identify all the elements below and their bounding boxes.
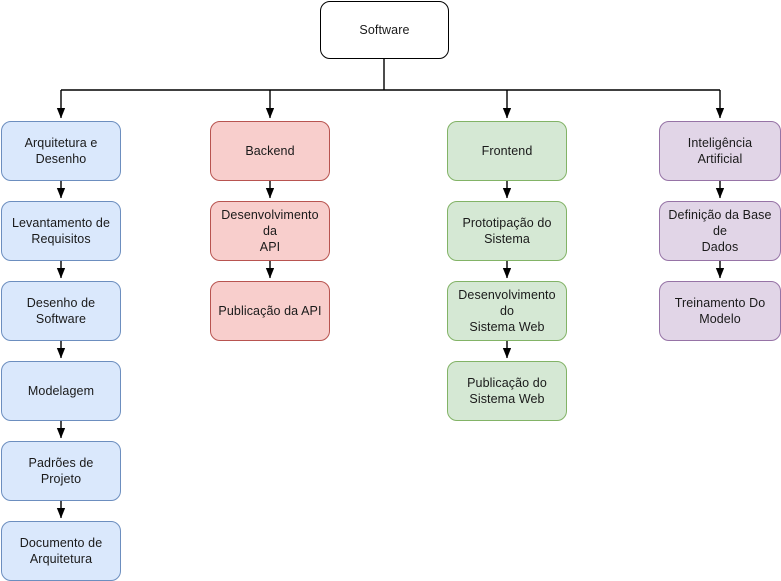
node-label: Desenho de Software — [26, 296, 96, 326]
node-treinamento-do-modelo[interactable]: Treinamento Do Modelo — [659, 281, 781, 341]
node-label: Arquitetura e Desenho — [24, 136, 98, 166]
node-desenho-de-software[interactable]: Desenho de Software — [1, 281, 121, 341]
node-desenvolvimento-do-sistema-web[interactable]: Desenvolvimento do Sistema Web — [447, 281, 567, 341]
node-label: Levantamento de Requisitos — [11, 216, 111, 246]
node-backend[interactable]: Backend — [210, 121, 330, 181]
node-label: Publicação do Sistema Web — [467, 376, 547, 406]
node-frontend[interactable]: Frontend — [447, 121, 567, 181]
node-label: Modelagem — [27, 384, 95, 398]
node-label: Definição da Base de Dados — [668, 208, 772, 254]
node-label: Documento de Arquitetura — [19, 536, 103, 566]
node-levantamento-de-requisitos[interactable]: Levantamento de Requisitos — [1, 201, 121, 261]
node-label: Prototipação do Sistema — [462, 216, 552, 246]
node-desenvolvimento-da-api[interactable]: Desenvolvimento da API — [210, 201, 330, 261]
node-label: Desenvolvimento do Sistema Web — [458, 288, 556, 334]
node-label: Backend — [245, 144, 295, 158]
node-software[interactable]: Software — [320, 1, 449, 59]
node-definicao-da-base-de-dados[interactable]: Definição da Base de Dados — [659, 201, 781, 261]
node-label: Desenvolvimento da API — [221, 208, 319, 254]
node-label: Software — [359, 23, 410, 37]
node-label: Publicação da API — [218, 304, 322, 318]
node-modelagem[interactable]: Modelagem — [1, 361, 121, 421]
node-padroes-de-projeto[interactable]: Padrões de Projeto — [1, 441, 121, 501]
node-label: Frontend — [481, 144, 533, 158]
node-documento-de-arquitetura[interactable]: Documento de Arquitetura — [1, 521, 121, 581]
node-publicacao-da-api[interactable]: Publicação da API — [210, 281, 330, 341]
node-inteligencia-artificial[interactable]: Inteligência Artificial — [659, 121, 781, 181]
node-label: Inteligência Artificial — [687, 136, 753, 166]
node-publicacao-do-sistema-web[interactable]: Publicação do Sistema Web — [447, 361, 567, 421]
node-prototipacao-do-sistema[interactable]: Prototipação do Sistema — [447, 201, 567, 261]
node-label: Padrões de Projeto — [28, 456, 94, 486]
node-label: Treinamento Do Modelo — [674, 296, 766, 326]
node-arquitetura-e-desenho[interactable]: Arquitetura e Desenho — [1, 121, 121, 181]
